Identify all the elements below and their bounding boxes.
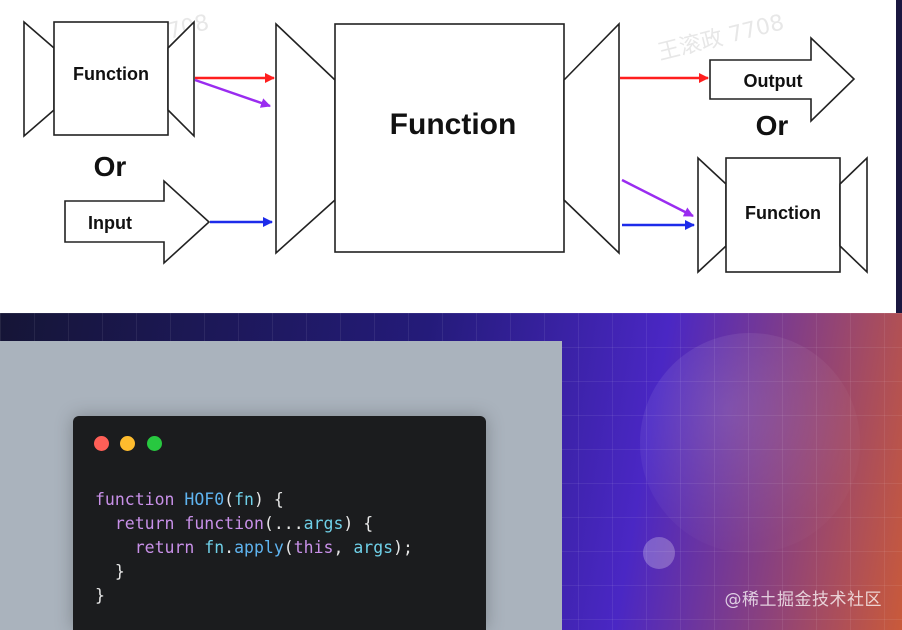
code-token: return: [134, 538, 205, 557]
code-token: fn: [234, 490, 254, 509]
code-token: }: [95, 586, 105, 605]
code-token: fn: [204, 538, 225, 557]
background-sphere-shape: [640, 333, 860, 553]
code-line: return function(...args) {: [95, 512, 413, 536]
code-window: function HOF0(fn) { return function(...a…: [73, 416, 486, 630]
code-token: function: [95, 490, 185, 509]
code-line: function HOF0(fn) {: [95, 488, 413, 512]
code-line: }: [95, 560, 413, 584]
left-function-block: [23, 20, 195, 138]
code-token: ...: [273, 514, 304, 533]
code-token: (: [224, 490, 235, 509]
input-label: Input: [88, 213, 132, 233]
output-arrow-shape: [709, 36, 856, 123]
code-token: [95, 538, 135, 557]
output-label: Output: [744, 71, 803, 91]
code-token: args: [303, 514, 344, 533]
right-function-label: Function: [745, 203, 821, 223]
background-circle-shape: [643, 537, 675, 569]
code-token: [95, 514, 115, 533]
code-token: ) {: [253, 490, 284, 509]
purple-arrow-in: [194, 78, 271, 108]
code-token: ,: [333, 538, 354, 557]
code-token: apply: [234, 538, 284, 557]
function-flow-diagram: 王滚政 7708 王滚政 7708 王滚政 7708 Function Or I…: [23, 10, 868, 274]
code-snippet: function HOF0(fn) { return function(...a…: [95, 488, 413, 608]
code-token: function: [184, 514, 264, 533]
purple-arrow-out: [621, 178, 694, 218]
site-watermark-label: @稀土掘金技术社区: [724, 590, 882, 610]
diagram-panel: 王滚政 7708 王滚政 7708 王滚政 7708 Function Or I…: [0, 0, 896, 313]
or-right-label: Or: [756, 110, 789, 141]
code-token: .: [224, 538, 235, 557]
code-token: ) {: [343, 514, 374, 533]
code-token: this: [293, 538, 334, 557]
code-token: }: [95, 562, 125, 581]
code-token: (: [283, 538, 294, 557]
center-function-block: [275, 22, 620, 255]
code-token: );: [393, 538, 413, 557]
code-line: }: [95, 584, 413, 608]
right-function-block: [697, 156, 868, 274]
code-line: return fn.apply(this, args);: [95, 536, 413, 560]
window-maximize-dot-icon: [147, 436, 162, 451]
or-left-label: Or: [94, 151, 127, 182]
code-token: (: [263, 514, 274, 533]
code-token: return: [114, 514, 185, 533]
window-close-dot-icon: [94, 436, 109, 451]
code-token: args: [353, 538, 394, 557]
code-token: HOF0: [184, 490, 225, 509]
watermark-text: 王滚政 7708: [655, 10, 786, 65]
code-card-backdrop: function HOF0(fn) { return function(...a…: [0, 341, 562, 630]
center-function-label: Function: [390, 108, 517, 141]
input-arrow-shape: [64, 179, 211, 265]
window-minimize-dot-icon: [120, 436, 135, 451]
left-function-label: Function: [73, 64, 149, 84]
